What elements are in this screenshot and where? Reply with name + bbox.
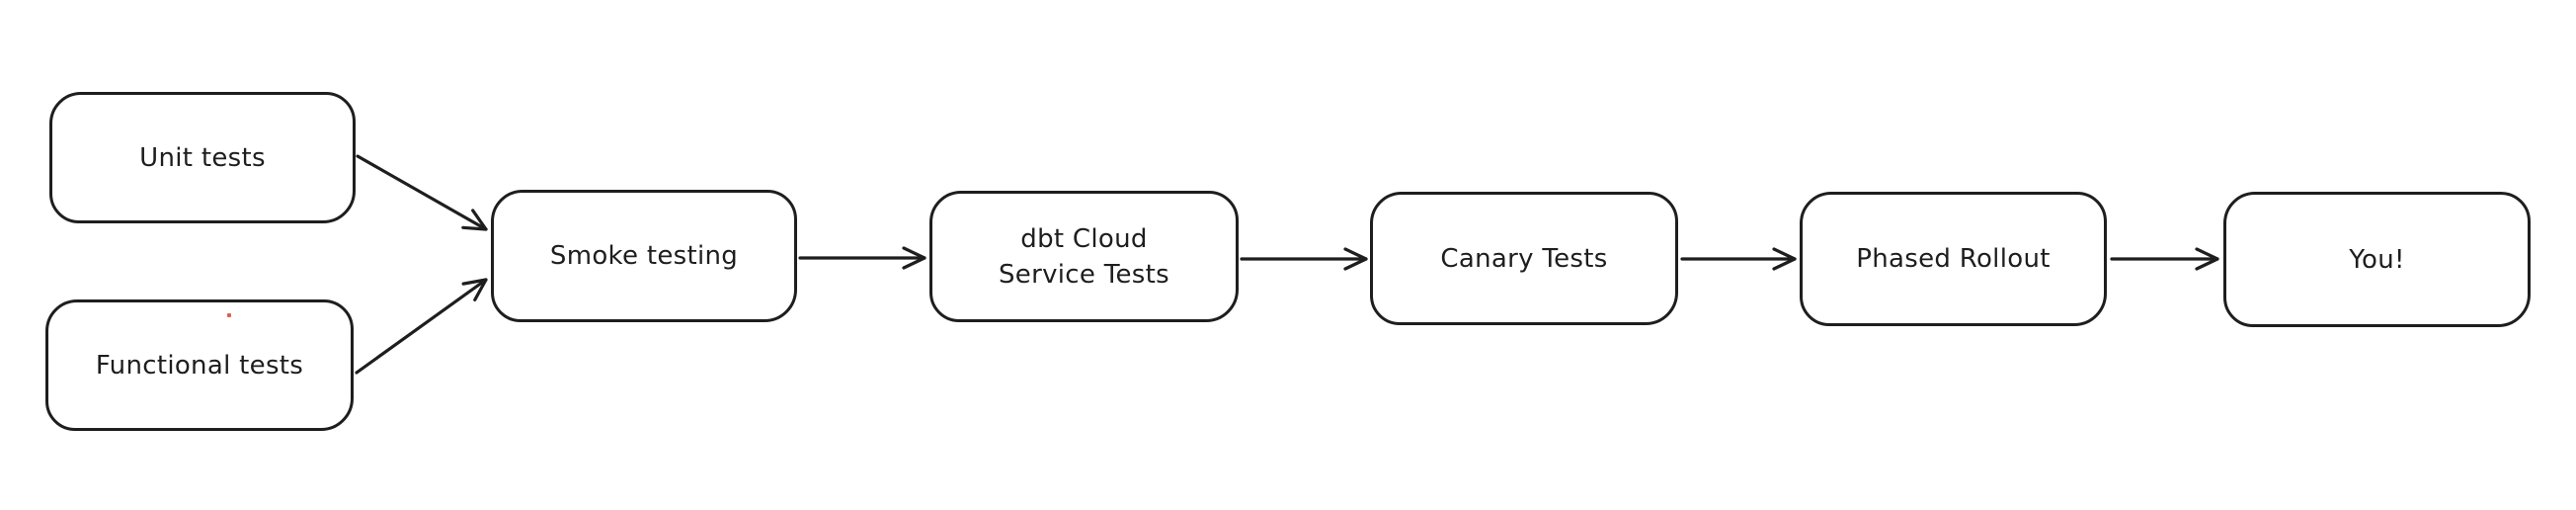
node-phased-rollout-label: Phased Rollout: [1856, 244, 2051, 274]
node-functional-tests-label: Functional tests: [95, 350, 304, 381]
node-you: You!: [2223, 192, 2531, 327]
node-dbt-cloud-service-tests: dbt Cloud Service Tests: [929, 191, 1239, 322]
node-canary-tests-label: Canary Tests: [1440, 243, 1608, 274]
node-unit-tests: Unit tests: [49, 92, 356, 223]
node-smoke-testing-label: Smoke testing: [549, 241, 739, 271]
node-dbt-cloud-service-tests-label: dbt Cloud Service Tests: [998, 223, 1169, 290]
node-phased-rollout: Phased Rollout: [1800, 192, 2107, 326]
node-you-label: You!: [2349, 244, 2405, 275]
node-unit-tests-label: Unit tests: [139, 142, 266, 173]
node-functional-tests: Functional tests: [45, 299, 354, 431]
edge-functional-tests-to-smoke-testing: [355, 278, 488, 375]
node-canary-tests: Canary Tests: [1370, 192, 1678, 325]
node-smoke-testing: Smoke testing: [491, 190, 797, 322]
stray-red-dot: [227, 313, 231, 317]
edge-unit-tests-to-smoke-testing: [356, 154, 488, 231]
